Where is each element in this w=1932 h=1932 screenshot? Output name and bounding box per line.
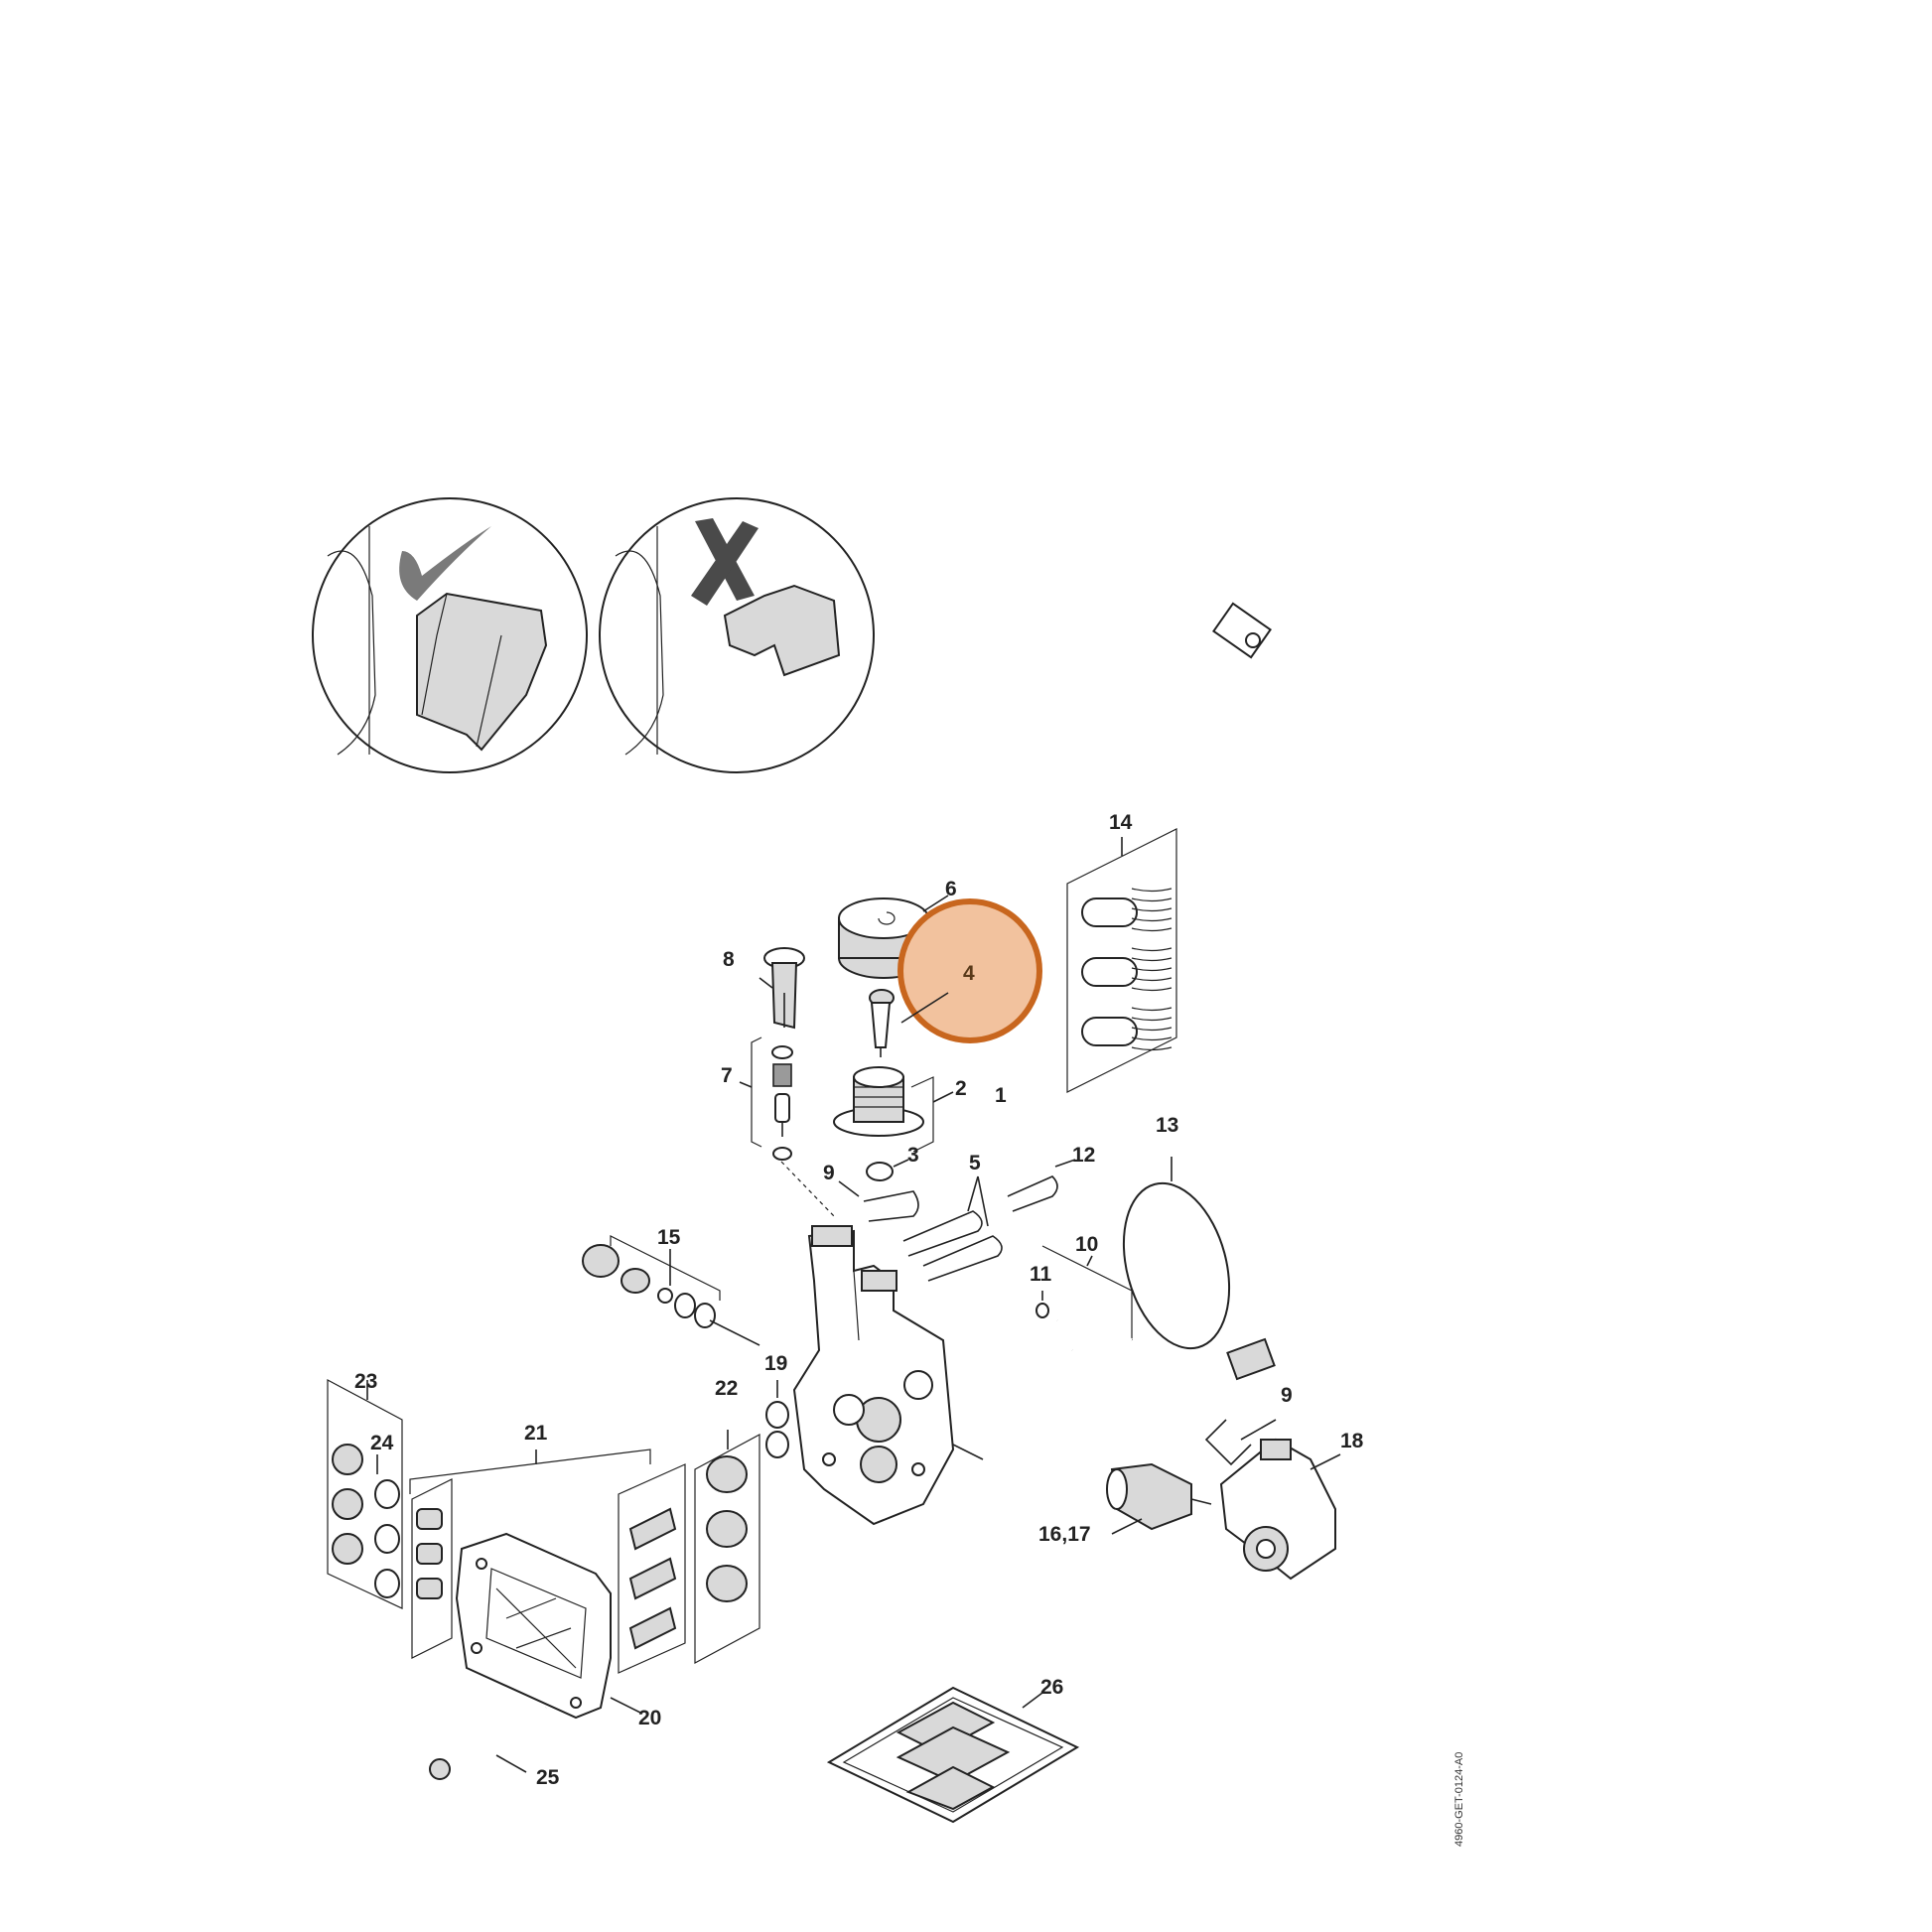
part-16-17-valve [1106,1462,1212,1535]
part-19-o-rings [765,1380,789,1458]
part-10-hose-nipple [1041,1245,1133,1342]
part-3-o-ring [866,1162,894,1181]
callout-12: 12 [1072,1144,1095,1167]
callout-9-lower: 9 [1281,1384,1293,1407]
callout-21: 21 [524,1422,548,1445]
callout-1: 1 [995,1084,1007,1107]
part-20-cylinder-head [455,1532,641,1720]
callout-24: 24 [370,1432,394,1454]
callout-15: 15 [657,1226,681,1249]
part-24-rings [374,1454,400,1598]
callout-5: 5 [969,1152,981,1174]
callout-2: 2 [955,1077,967,1100]
part-11-o-ring [1035,1303,1049,1318]
callout-6: 6 [945,878,957,900]
callout-18: 18 [1340,1430,1364,1452]
detail-incorrect [599,497,875,773]
part-1-pump-body [792,1225,984,1526]
part-9-clip-lower [1204,1419,1277,1466]
part-8-valve [759,947,805,1030]
callout-3: 3 [907,1144,919,1167]
part-25-bolt [429,1706,547,1780]
callout-13: 13 [1156,1114,1178,1137]
part-18-housing [1219,1438,1341,1581]
callout-8: 8 [723,948,735,971]
callout-26: 26 [1040,1676,1063,1699]
detail-correct [312,497,588,773]
callout-25: 25 [536,1766,560,1789]
high-pressure-hose [1069,602,1386,1383]
part-9-clip [838,1180,919,1222]
part-7-valve-assembly [739,1036,793,1161]
callout-19: 19 [764,1352,787,1375]
highlight-circle [897,898,1042,1043]
part-13-o-ring [1122,1181,1231,1350]
part-26-gasket-kit [826,1686,1080,1824]
callout-7: 7 [721,1064,733,1087]
callout-16-17: 16,17 [1038,1523,1091,1546]
callout-23: 23 [354,1370,377,1393]
part-22-seal-kit [694,1430,760,1665]
checkmark-icon [399,526,491,601]
callout-9-upper: 9 [823,1162,835,1184]
drawing-code: 4960-GET-0124-A0 [1453,1752,1465,1847]
part-21-piston-kit [409,1449,686,1674]
part-5-clips [902,1175,1003,1282]
part-12-clip [1007,1159,1076,1212]
callout-labels: 1 2 3 4 5 6 7 8 9 9 10 11 12 13 14 15 16… [354,811,1364,1789]
callout-22: 22 [715,1377,738,1400]
callout-20: 20 [638,1707,661,1729]
part-15-valve-assembly [582,1235,760,1346]
callout-10: 10 [1075,1233,1098,1256]
cross-icon [691,518,759,606]
part-14-valve-springs [1066,828,1177,1093]
part-4-piston [869,989,895,1057]
part-2-fitting [833,1066,954,1153]
callout-11: 11 [1030,1263,1052,1286]
part-23-seal-kit [327,1379,403,1609]
callout-4: 4 [963,962,975,985]
callout-14: 14 [1109,811,1133,834]
